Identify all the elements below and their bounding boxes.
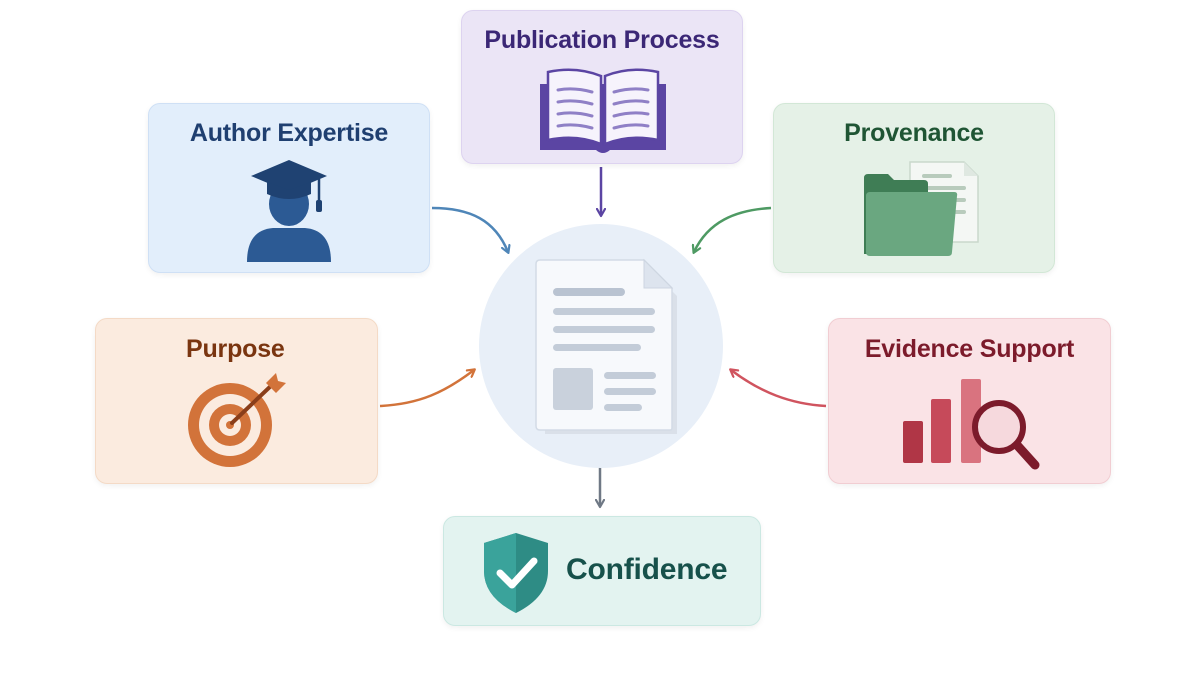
arrow-evidence-to-center bbox=[731, 370, 827, 408]
node-publication-process-label: Publication Process bbox=[484, 26, 720, 54]
arrow-purpose-to-center bbox=[379, 370, 474, 408]
book-icon bbox=[540, 68, 666, 153]
node-publication-process: Publication Process bbox=[461, 10, 743, 164]
node-author-expertise-label: Author Expertise bbox=[189, 119, 389, 147]
folder-document-icon bbox=[864, 161, 979, 256]
arrow-provenance-to-center bbox=[694, 206, 772, 252]
node-purpose-label: Purpose bbox=[186, 335, 285, 363]
graduate-icon bbox=[247, 160, 331, 262]
shield-check-icon bbox=[484, 533, 548, 613]
node-author-expertise: Author Expertise bbox=[148, 103, 430, 273]
node-confidence-label: Confidence bbox=[566, 553, 728, 586]
arrow-author-to-center bbox=[431, 206, 508, 252]
node-confidence: Confidence bbox=[443, 516, 761, 626]
target-icon bbox=[188, 373, 286, 467]
bar-chart-magnifier-icon bbox=[903, 379, 1040, 470]
node-evidence-support-label: Evidence Support bbox=[864, 335, 1075, 363]
document-icon bbox=[535, 258, 677, 434]
node-purpose: Purpose bbox=[95, 318, 378, 484]
node-evidence-support: Evidence Support bbox=[828, 318, 1111, 484]
node-provenance-label: Provenance bbox=[844, 119, 984, 147]
node-provenance: Provenance bbox=[773, 103, 1055, 273]
